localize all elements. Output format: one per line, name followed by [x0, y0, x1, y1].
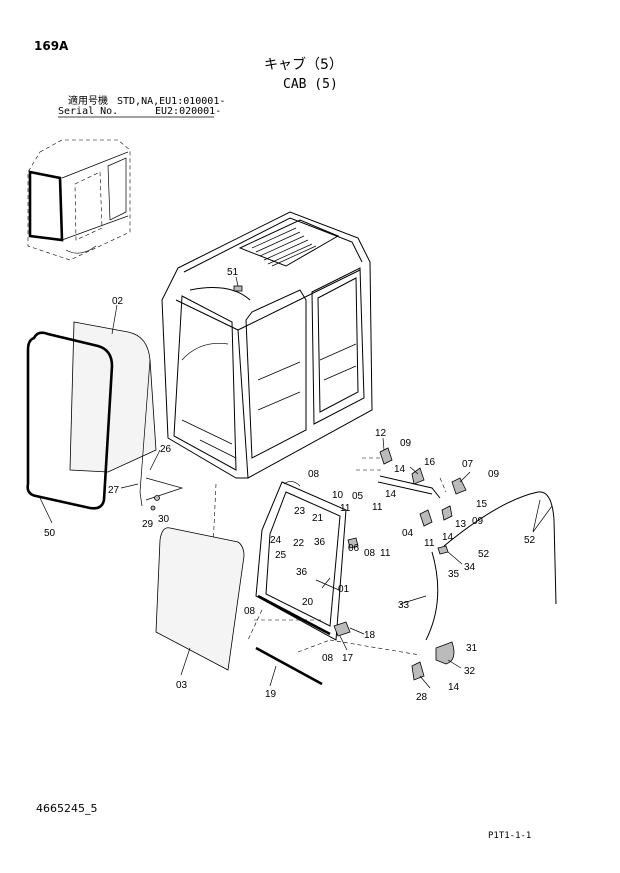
callout: 28 — [416, 692, 428, 703]
left-glass-assembly — [26, 321, 184, 511]
callout: 26 — [160, 444, 172, 455]
callout: 06 — [348, 543, 360, 554]
callout: 20 — [302, 597, 314, 608]
part-01-door-frame — [255, 481, 347, 641]
callout: 08 — [364, 548, 376, 559]
sheet-reference: P1T1-1-1 — [488, 831, 532, 841]
part-52-cable — [443, 491, 557, 605]
part-51-clip — [233, 285, 243, 292]
callout: 09 — [400, 438, 412, 449]
cab-frame — [161, 211, 373, 479]
callout: 34 — [464, 562, 476, 573]
callout: 10 — [332, 490, 344, 501]
leader-lines — [39, 276, 553, 689]
serial-label-japanese: 適用号機 — [68, 96, 108, 107]
serial-label-english: Serial No. — [58, 106, 119, 117]
callout: 50 — [44, 528, 56, 539]
callout: 52 — [524, 535, 536, 546]
callout: 51 — [227, 267, 239, 278]
title-english: CAB (5) — [283, 77, 338, 92]
callout: 32 — [464, 666, 476, 677]
callout: 11 — [340, 503, 351, 514]
callout: 11 — [380, 548, 391, 559]
callout: 05 — [352, 491, 364, 502]
callout: 25 — [275, 550, 287, 561]
callout: 36 — [296, 567, 308, 578]
callout: 15 — [476, 499, 488, 510]
part-33-rod — [425, 551, 439, 641]
callout: 35 — [448, 569, 460, 580]
part-19-weatherstrip — [255, 646, 323, 686]
callout: 14 — [448, 682, 460, 693]
callout: 29 — [142, 519, 154, 530]
callout: 31 — [466, 643, 478, 654]
part-30-washer — [150, 505, 156, 511]
title-japanese: キャブ（5） — [264, 57, 343, 73]
callout: 27 — [108, 485, 120, 496]
serial-range-2: EU2:020001- — [155, 106, 222, 117]
callout: 01 — [338, 584, 350, 595]
index-cab-thumbnail — [27, 139, 131, 261]
callout-numbers: 51 02 26 27 29 30 50 12 09 14 16 07 09 0… — [44, 267, 536, 703]
callout: 30 — [158, 514, 170, 525]
callout: 12 — [375, 428, 387, 439]
callout: 33 — [398, 600, 410, 611]
page-code: 169A — [34, 39, 69, 53]
callout: 17 — [342, 653, 354, 664]
callout: 16 — [424, 457, 436, 468]
callout: 52 — [478, 549, 490, 560]
callout: 09 — [488, 469, 500, 480]
callout: 14 — [394, 464, 406, 475]
serial-range-1: STD,NA,EU1:010001- — [117, 96, 226, 107]
callout: 08 — [244, 606, 256, 617]
callout: 14 — [385, 489, 397, 500]
callout: 02 — [112, 296, 124, 307]
part-03-lower-glass — [155, 527, 245, 671]
callout: 19 — [265, 689, 277, 700]
part-29-bolt — [154, 495, 160, 501]
callout: 13 — [455, 519, 467, 530]
callout: 21 — [312, 513, 324, 524]
callout: 24 — [270, 535, 282, 546]
hinge-hardware — [333, 447, 467, 681]
callout: 04 — [402, 528, 414, 539]
callout: 23 — [294, 506, 306, 517]
callout: 11 — [424, 538, 435, 549]
callout: 22 — [293, 538, 305, 549]
callout: 08 — [322, 653, 334, 664]
callout: 08 — [308, 469, 320, 480]
callout: 14 — [442, 532, 454, 543]
callout: 07 — [462, 459, 474, 470]
callout: 09 — [472, 516, 484, 527]
callout: 03 — [176, 680, 188, 691]
callout: 18 — [364, 630, 376, 641]
callout: 36 — [314, 537, 326, 548]
callout: 11 — [372, 502, 383, 513]
document-number: 4665245_5 — [36, 802, 98, 815]
